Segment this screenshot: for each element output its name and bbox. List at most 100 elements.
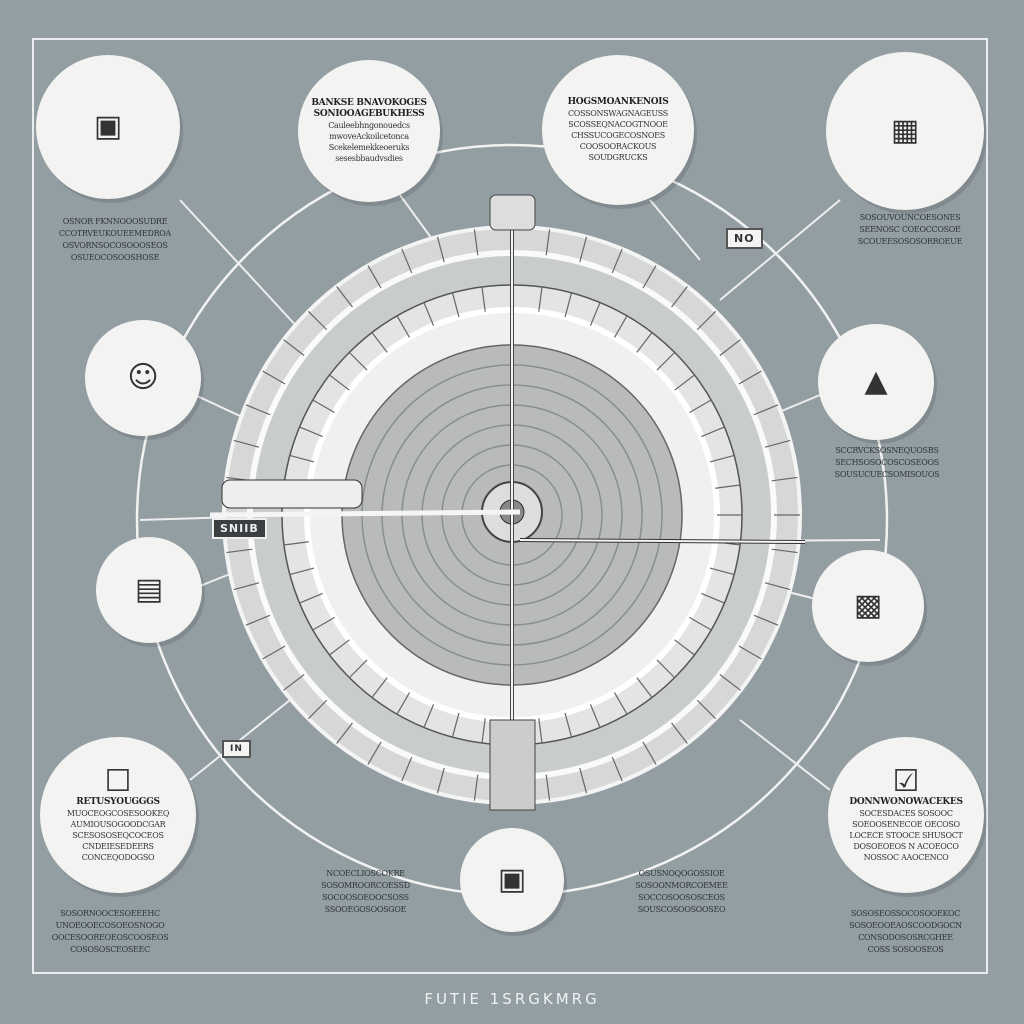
segment-tick	[307, 699, 328, 720]
checkbox-icon: ☑	[892, 764, 920, 799]
segment-tick	[262, 370, 286, 385]
machine-icon: ▦	[890, 113, 920, 148]
segment-tick	[613, 692, 628, 715]
node-text: LOCECE STOOCE SHUSOCT	[849, 831, 963, 840]
node-right-upper[interactable]: ▲	[818, 324, 934, 440]
node-text: MUOCEOGCOSESOOKEQ	[66, 809, 170, 818]
node-heading: HOGSMOANKENOIS	[567, 97, 669, 107]
segment-tick	[481, 286, 486, 312]
segment-tick	[289, 454, 315, 463]
node-text: Cauleebhngonouedcs	[328, 121, 410, 130]
node-text: AUMIOUSOGOODCGAR	[70, 820, 166, 829]
hub-vehicle	[221, 479, 363, 509]
segment-tick	[719, 674, 741, 691]
cart-icon: ▩	[853, 588, 883, 623]
segment-tick	[753, 404, 779, 416]
segment-tick	[283, 674, 305, 691]
segment-tick	[738, 645, 762, 660]
segment-tick	[545, 774, 551, 801]
node-text: SCESOSOSEQCOCEOS	[72, 831, 164, 840]
segment-tick	[738, 370, 762, 385]
node-text: SOCESDACES SOSOOC	[859, 809, 953, 818]
node-left-upper[interactable]: ☺	[85, 320, 201, 436]
segment-tick	[674, 374, 695, 391]
hub-horizontal-axis	[209, 509, 521, 518]
node-text: COSSONSWAGNAGEUSS	[567, 109, 668, 118]
segment-tick	[545, 229, 551, 256]
segment-tick	[329, 374, 350, 391]
segment-tick	[579, 236, 588, 263]
segment-tick	[696, 310, 717, 331]
segment-tick	[642, 741, 657, 765]
node-top-mid-left[interactable]: BANKSE BNAVOKOGES SONIOOAGEBUKHESS Caule…	[298, 60, 440, 202]
person-icon: ☺	[127, 360, 159, 395]
node-text: COOSOORACKOUS	[579, 142, 657, 151]
segment-tick	[689, 616, 712, 631]
segment-tick	[283, 541, 309, 546]
tag-label: NO	[726, 228, 763, 249]
node-text: mwoveAckoilcetonca	[329, 132, 409, 141]
small-tag: IN	[222, 740, 251, 758]
segment-tick	[312, 616, 335, 631]
node-top-left[interactable]: ▣	[36, 55, 180, 199]
segment-tick	[481, 718, 486, 744]
node-bottom-right[interactable]: ☑ DONNWONOWACEKES SOCESDACES SOSOOC SOEO…	[828, 737, 984, 893]
segment-tick	[226, 548, 253, 554]
segment-tick	[611, 248, 623, 274]
node-top-mid-right[interactable]: HOGSMOANKENOIS COSSONSWAGNAGEUSS SCOSSEQ…	[542, 55, 694, 205]
segment-tick	[611, 756, 623, 782]
segment-tick	[312, 399, 335, 414]
segment-tick	[348, 659, 368, 679]
sign-icon: ☐	[104, 764, 132, 799]
segment-tick	[674, 639, 695, 656]
segment-tick	[701, 592, 725, 604]
segment-tick	[564, 712, 573, 738]
segment-tick	[564, 292, 573, 318]
node-heading: RETUSYOUGGGS	[76, 797, 160, 807]
segment-tick	[396, 692, 411, 715]
node-text: SCOSSEQNACOGTNOOE	[568, 120, 668, 129]
node-bottom-left[interactable]: ☐ RETUSYOUGGGS MUOCEOGCOSESOOKEQ AUMIOUS…	[40, 737, 196, 893]
bag-icon: ▤	[134, 572, 164, 607]
node-text: SONIOOAGEBUKHESS	[313, 109, 425, 119]
segment-tick	[579, 767, 588, 794]
segment-tick	[423, 704, 435, 728]
segment-tick	[771, 476, 798, 482]
node-text: CONCEQODOGSO	[81, 853, 155, 862]
node-left-lower[interactable]: ▤	[96, 537, 202, 643]
node-text: CNDEIESEDEERS	[82, 842, 154, 851]
segment-tick	[233, 582, 260, 591]
segment-tick	[589, 302, 601, 326]
segment-tick	[473, 774, 479, 801]
segment-tick	[656, 659, 676, 679]
segment-tick	[423, 302, 435, 326]
segment-tick	[329, 639, 350, 656]
hooded-figure-icon: ▲	[864, 364, 888, 399]
hub-segment-ticks	[224, 227, 800, 803]
segment-tick	[307, 310, 328, 331]
diagram-frame	[32, 38, 988, 974]
robot-cart-icon: ▣	[497, 862, 527, 897]
node-right-lower[interactable]: ▩	[812, 550, 924, 662]
node-heading: DONNWONOWACEKES	[849, 797, 963, 807]
node-text: sesesbbaudvsdies	[335, 154, 403, 163]
segment-tick	[715, 484, 741, 489]
segment-tick	[451, 292, 460, 318]
segment-tick	[371, 677, 388, 698]
segment-tick	[709, 567, 735, 576]
segment-tick	[233, 439, 260, 448]
segment-tick	[753, 614, 779, 626]
segment-tick	[771, 548, 798, 554]
node-top-right[interactable]: ▦	[826, 52, 984, 210]
node-text: DOSOEOEOS N ACOEOCO	[853, 842, 959, 851]
segment-tick	[709, 454, 735, 463]
speaker-person-icon: ▣	[93, 109, 123, 144]
segment-tick	[336, 722, 353, 744]
hub-bottom-module	[489, 719, 536, 811]
node-bottom-center[interactable]: ▣	[460, 828, 564, 932]
segment-tick	[642, 265, 657, 289]
segment-tick	[613, 315, 628, 338]
